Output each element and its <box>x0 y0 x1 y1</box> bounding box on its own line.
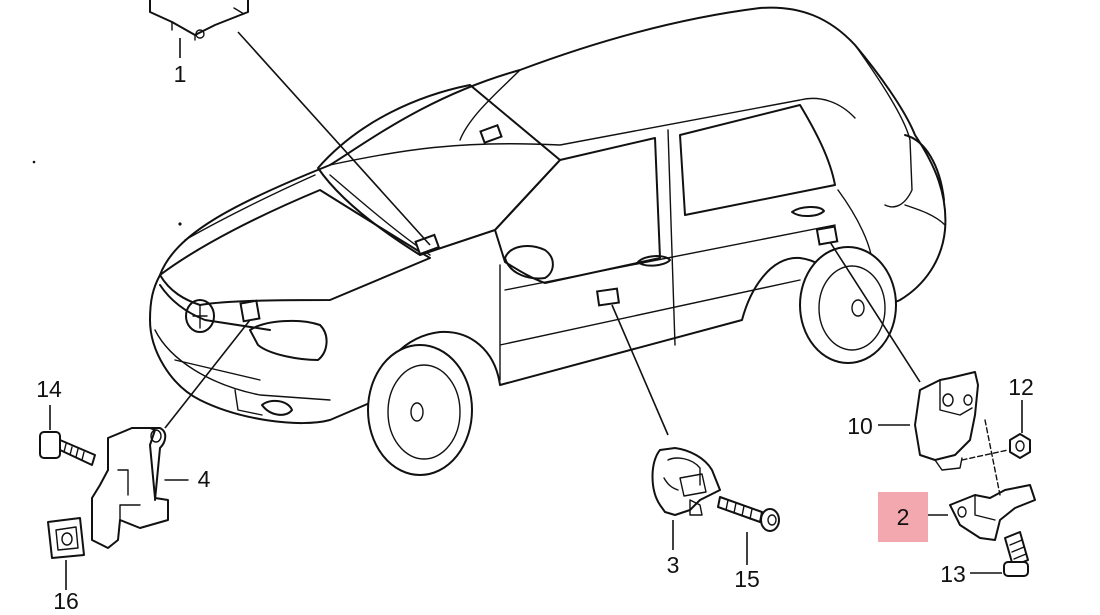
part-3-door-sensor <box>651 447 721 550</box>
car-illustration <box>32 6 947 476</box>
part-2-sensor <box>925 419 1036 541</box>
callout-16[interactable]: 16 <box>53 588 79 614</box>
callout-10[interactable]: 10 <box>847 413 873 439</box>
part-12-nut <box>961 400 1031 461</box>
callout-4[interactable]: 4 <box>198 466 211 492</box>
callout-15[interactable]: 15 <box>734 566 760 592</box>
part-4-sensor <box>91 427 189 549</box>
callout-13[interactable]: 13 <box>940 561 966 587</box>
part-1-control-unit <box>149 0 431 246</box>
callout-14[interactable]: 14 <box>36 376 62 402</box>
callout-2[interactable]: 2 <box>897 504 910 530</box>
part-15-bolt <box>717 496 780 565</box>
callout-1[interactable]: 1 <box>174 61 187 87</box>
part-16-clip-nut <box>47 517 85 590</box>
part-14-bolt <box>39 405 96 466</box>
highlight-box-part-2 <box>878 492 928 542</box>
callout-12[interactable]: 12 <box>1008 374 1034 400</box>
callout-3[interactable]: 3 <box>667 552 680 578</box>
part-10-bracket <box>878 371 979 471</box>
part-13-bolt <box>970 531 1029 577</box>
